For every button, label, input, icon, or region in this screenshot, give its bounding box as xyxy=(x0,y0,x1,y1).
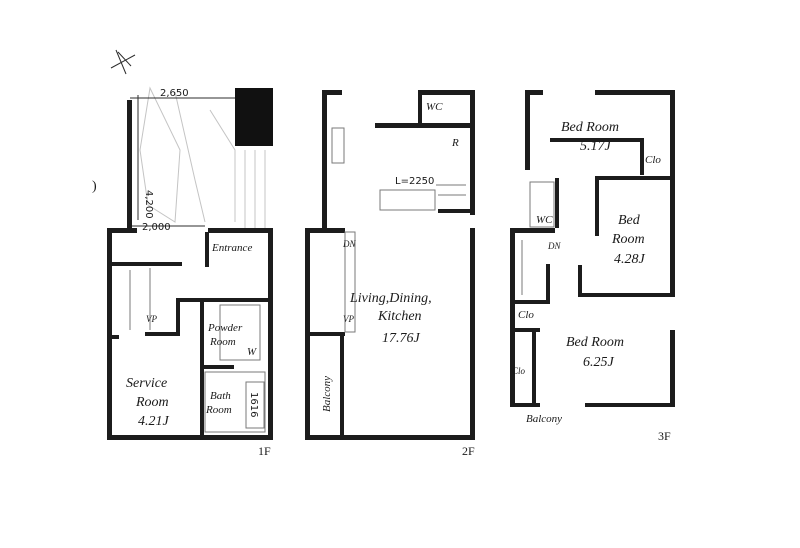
balcony-label-3f: Balcony xyxy=(526,413,562,425)
floor-2: WC R L=2250 DN VP Living,Dining, Kitchen… xyxy=(305,90,475,458)
bed-room-1-label: Bed Room xyxy=(561,120,619,135)
service-room-size: 4.21J xyxy=(138,414,170,429)
washer-label: W xyxy=(247,346,257,358)
svg-text:): ) xyxy=(92,179,97,194)
bed-room-3-size: 6.25J xyxy=(583,355,615,370)
bath-size-label: 1616 xyxy=(248,392,259,417)
balcony-label-2f: Balcony xyxy=(321,376,333,412)
dim-top-label: 2,650 xyxy=(160,88,189,99)
dim-bottom-label: 2,000 xyxy=(142,222,171,233)
storage-block xyxy=(235,88,273,146)
vp-label-1f: VP xyxy=(146,314,157,324)
dn-label-3f: DN xyxy=(547,241,561,251)
floor-2-label: 2F xyxy=(462,444,475,458)
bed-room-2-label-line2: Room xyxy=(611,232,645,247)
wc-label-3f: WC xyxy=(536,214,553,226)
dn-label-2f: DN xyxy=(342,239,356,249)
parking-area xyxy=(139,86,266,228)
bath-room-label-line2: Room xyxy=(205,404,232,416)
floor-1: ) 2,650 4,200 2,000 xyxy=(92,49,273,458)
closet-label-1: Clo xyxy=(645,154,661,166)
closet-label-2: Clo xyxy=(518,309,534,321)
powder-room-label-line2: Room xyxy=(209,336,236,348)
north-arrow-icon xyxy=(110,49,136,75)
service-room-label-line2: Room xyxy=(135,395,169,410)
bed-room-2-size: 4.28J xyxy=(614,252,646,267)
r-label: R xyxy=(451,137,459,149)
dimension-lines xyxy=(130,95,235,227)
living-size: 17.76J xyxy=(382,331,421,346)
bed-room-1-size: 5.17J xyxy=(580,139,612,154)
walls-3f xyxy=(510,90,675,407)
floor-3-label: 3F xyxy=(658,429,671,443)
living-label-line2: Kitchen xyxy=(377,309,422,324)
vp-label-2f: VP xyxy=(343,314,354,324)
living-label-line1: Living,Dining, xyxy=(349,291,432,306)
bath-room-label-line1: Bath xyxy=(210,390,231,402)
l-dimension-label: L=2250 xyxy=(395,176,434,187)
bed-room-2-label-line1: Bed xyxy=(618,213,641,228)
powder-room-label-line1: Powder xyxy=(207,322,243,334)
service-room-label-line1: Service xyxy=(126,376,167,391)
bed-room-3-label: Bed Room xyxy=(566,335,624,350)
dim-side-label: 4,200 xyxy=(143,190,154,219)
walls-1f xyxy=(107,100,273,440)
floor-3: Bed Room 5.17J Clo Bed Room 4.28J WC DN … xyxy=(510,90,675,443)
wc-label-2f: WC xyxy=(426,101,443,113)
entrance-label: Entrance xyxy=(211,242,252,254)
closet-label-3: Clo xyxy=(512,366,526,376)
floor-1-label: 1F xyxy=(258,444,271,458)
walls-2f xyxy=(305,90,475,440)
